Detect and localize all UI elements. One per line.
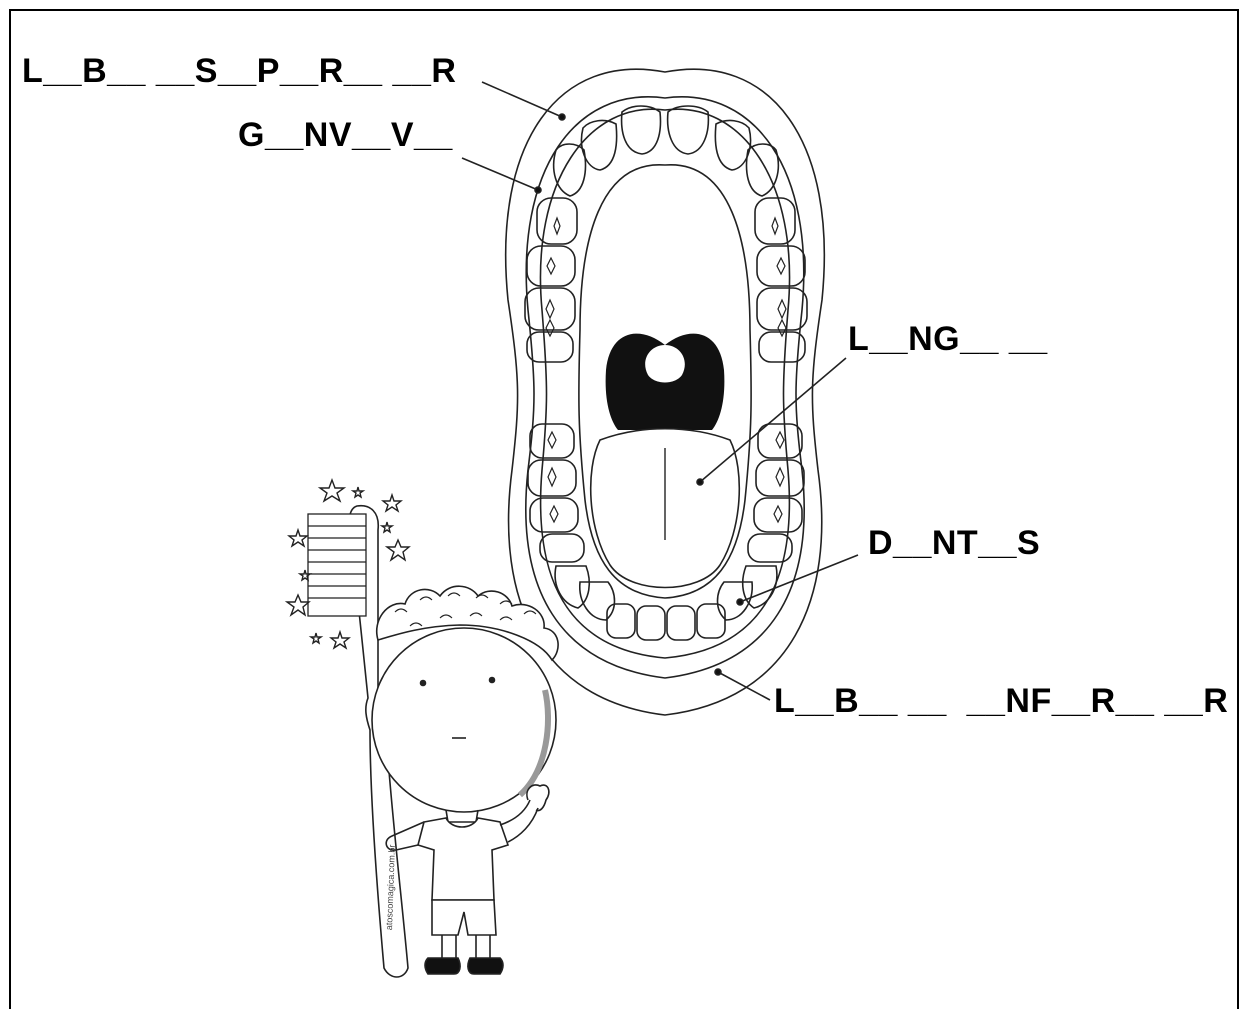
label-gums: G__NV__V__ — [238, 118, 453, 152]
boy-character — [372, 586, 558, 974]
label-tongue: L__NG__ __ — [848, 322, 1048, 356]
label-upper-lip: L__B__ __S__P__R__ __R — [22, 54, 456, 88]
throat-opening — [606, 334, 725, 430]
mouth-diagram — [0, 0, 1242, 985]
upper-teeth — [525, 106, 807, 362]
label-teeth: D__NT__S — [868, 526, 1040, 560]
label-lower-lip: L__B__ __ __NF__R__ __R — [774, 684, 1228, 718]
